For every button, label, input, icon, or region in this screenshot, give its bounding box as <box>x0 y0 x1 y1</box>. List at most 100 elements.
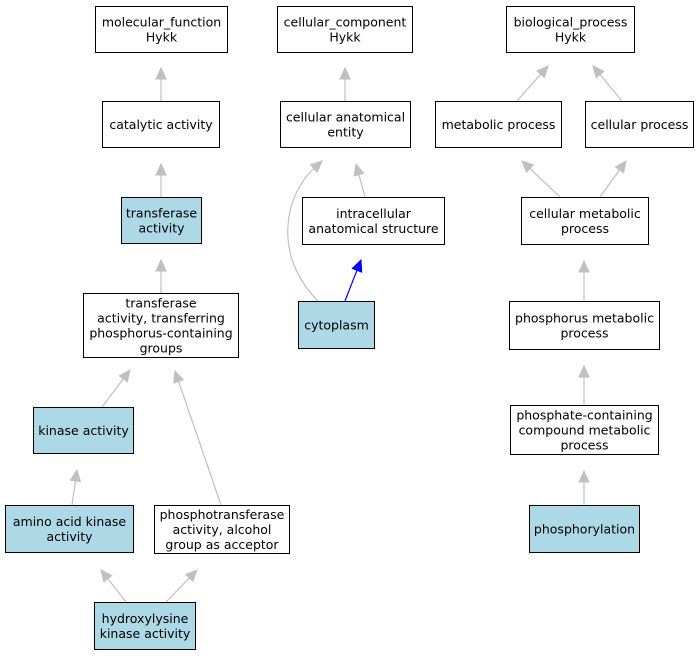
edge-arrowhead <box>578 469 590 483</box>
node-label-line: process <box>560 438 608 453</box>
node-label-line: Hykk <box>555 30 587 45</box>
node-cellular-process[interactable]: cellular process <box>585 101 694 148</box>
edge-cellular_metabolic_process-to-cellular_process <box>599 160 627 198</box>
edge-arrowhead <box>521 160 535 174</box>
edge-arrowhead <box>351 258 363 273</box>
node-label-line: intracellular <box>336 206 412 221</box>
edge-arrowhead <box>578 364 590 378</box>
edge-catalytic_activity-to-molecular_function <box>155 66 167 101</box>
node-label-line: phosphorus-containing <box>89 326 232 341</box>
edge-arrowhead <box>578 259 590 273</box>
edge-cellular_process-to-biological_process <box>592 65 623 102</box>
edges-layer <box>69 65 627 603</box>
node-label-line: catalytic activity <box>109 117 213 132</box>
edge-arrowhead <box>309 160 323 174</box>
edge-hydroxylysine_kinase-to-amino_acid_kinase <box>100 569 127 603</box>
edge-line <box>516 73 542 102</box>
node-box <box>83 293 239 358</box>
edge-line <box>107 578 127 603</box>
node-label-line: groups <box>140 341 183 356</box>
edge-arrowhead <box>353 162 365 177</box>
edge-arrowhead <box>536 65 549 79</box>
edge-intracellular_structure-to-cellular_anatomical_entity <box>353 162 366 198</box>
edge-amino_acid_kinase-to-kinase_activity <box>69 468 82 506</box>
node-box <box>280 101 411 148</box>
node-label-line: entity <box>327 125 364 140</box>
node-label-line: metabolic process <box>442 117 556 132</box>
node-label-line: process <box>561 221 609 236</box>
node-box <box>102 101 220 148</box>
edge-arrowhead <box>155 66 167 80</box>
node-catalytic-activity[interactable]: catalytic activity <box>102 101 220 148</box>
node-box <box>302 197 445 245</box>
edge-arrowhead <box>118 369 131 383</box>
node-kinase-activity[interactable]: kinase activity <box>33 407 134 454</box>
edge-arrowhead <box>592 65 605 79</box>
node-label-line: hydroxylysine <box>102 611 189 626</box>
node-box <box>121 197 202 244</box>
node-label-line: phosphotransferase <box>160 507 285 522</box>
node-metabolic-process[interactable]: metabolic process <box>435 101 562 148</box>
node-box <box>435 101 562 148</box>
edge-arrowhead <box>155 258 167 272</box>
edge-arrowhead <box>100 569 113 583</box>
node-box <box>154 505 290 554</box>
edge-hydroxylysine_kinase-to-phosphotransferase_alcohol <box>165 569 198 603</box>
edge-line <box>165 577 190 603</box>
edge-arrowhead <box>184 569 198 583</box>
edge-cellular_anatomical_entity-to-cellular_component <box>339 66 351 101</box>
node-label-line: Hykk <box>146 30 178 45</box>
edge-line <box>344 269 358 302</box>
edge-arrowhead <box>339 66 351 80</box>
node-label-line: cellular metabolic <box>529 206 641 221</box>
edge-phosphate_compound_process-to-phosphorus_metabolic_process <box>578 364 590 405</box>
node-label-line: process <box>560 326 608 341</box>
node-box <box>277 6 413 53</box>
node-phosphorylation[interactable]: phosphorylation <box>529 505 640 553</box>
node-label-line: cellular process <box>591 117 689 132</box>
node-label-line: activity, transferring <box>97 311 225 326</box>
edge-line <box>358 174 366 198</box>
edge-arrowhead <box>155 162 167 176</box>
node-label-line: cellular_component <box>284 15 407 30</box>
node-label-line: kinase activity <box>38 423 129 438</box>
node-box <box>510 405 659 455</box>
node-label-line: activity, alcohol <box>173 522 272 537</box>
edge-transferase_phosphorus-to-transferase_activity <box>155 258 167 293</box>
node-label-line: amino acid kinase <box>13 514 127 529</box>
node-label-line: Hykk <box>329 30 361 45</box>
node-label-line: phosphorylation <box>534 522 635 537</box>
node-box <box>33 407 134 454</box>
edge-line <box>599 169 621 198</box>
node-label-line: activity <box>46 529 93 544</box>
edge-cellular_metabolic_process-to-metabolic_process <box>521 160 561 198</box>
edge-line <box>101 378 124 408</box>
edge-cytoplasm-to-intracellular_structure <box>344 258 363 302</box>
node-label-line: phosphate-containing <box>516 408 652 423</box>
node-label-line: kinase activity <box>100 626 191 641</box>
edge-phosphorus_metabolic_process-to-cellular_metabolic_process <box>578 259 590 301</box>
edge-kinase_activity-to-transferase_phosphorus <box>101 369 131 408</box>
edge-line <box>599 74 623 102</box>
node-label-line: transferase <box>126 206 198 221</box>
node-label-line: activity <box>138 221 185 236</box>
node-cytoplasm[interactable]: cytoplasm <box>298 301 375 349</box>
node-box <box>506 6 635 53</box>
node-box <box>521 197 649 245</box>
node-box <box>5 505 134 553</box>
edge-line <box>287 167 319 302</box>
